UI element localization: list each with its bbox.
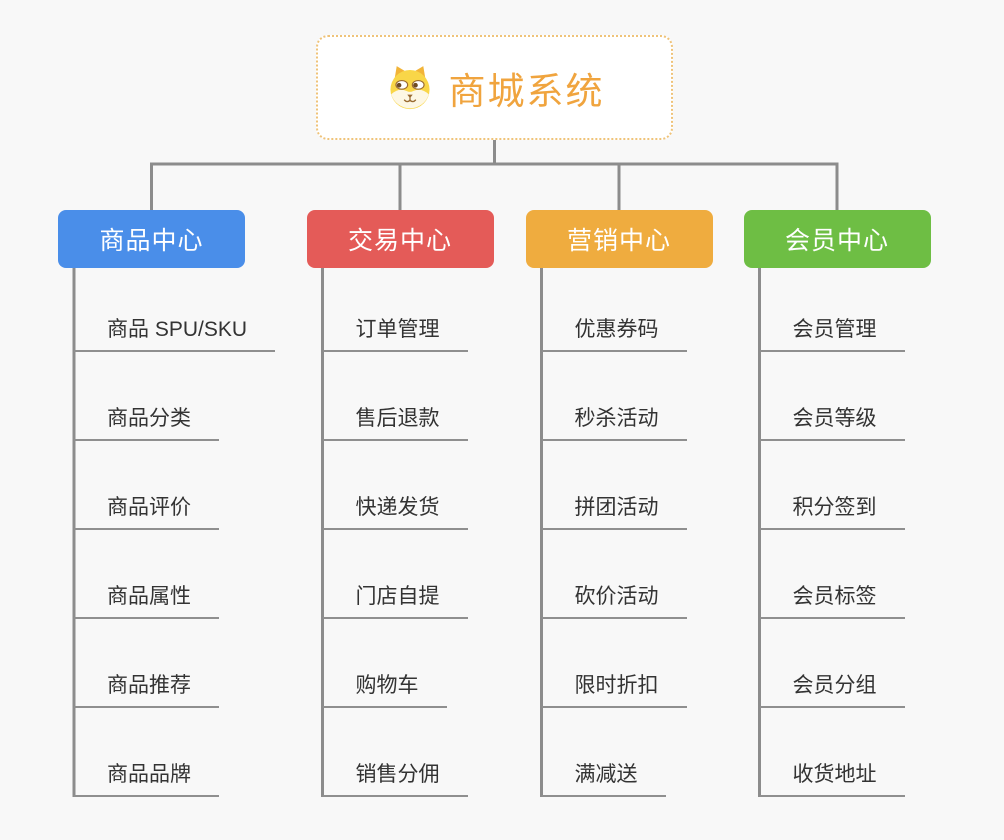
mindmap-item[interactable]: 会员分组 <box>759 619 905 708</box>
branch-node[interactable]: 交易中心 <box>306 210 494 268</box>
mindmap-item[interactable]: 门店自提 <box>322 530 468 619</box>
mindmap-item[interactable]: 收货地址 <box>759 708 905 797</box>
mindmap-item[interactable]: 积分签到 <box>759 441 905 530</box>
mindmap-item[interactable]: 拼团活动 <box>541 441 687 530</box>
item-label: 优惠券码 <box>574 317 659 341</box>
item-label: 会员标签 <box>792 584 877 608</box>
item-label: 商品分类 <box>107 406 191 430</box>
branch-items: 订单管理售后退款快递发货门店自提购物车销售分佣 <box>322 263 468 797</box>
mindmap-item[interactable]: 商品属性 <box>74 530 219 619</box>
item-label: 商品 SPU/SKU <box>107 317 248 341</box>
mindmap-item[interactable]: 商品评价 <box>74 441 219 530</box>
branch-items: 会员管理会员等级积分签到会员标签会员分组收货地址 <box>759 263 905 797</box>
item-label: 满减送 <box>574 762 638 786</box>
item-label: 收货地址 <box>792 762 877 786</box>
item-label: 商品属性 <box>107 584 191 608</box>
mindmap-item[interactable]: 商品品牌 <box>74 708 219 797</box>
item-label: 订单管理 <box>355 317 440 341</box>
mindmap-item[interactable]: 快递发货 <box>322 441 468 530</box>
branch-label: 交易中心 <box>347 227 452 255</box>
item-label: 拼团活动 <box>574 495 659 519</box>
mindmap-item[interactable]: 会员标签 <box>759 530 905 619</box>
item-label: 会员等级 <box>792 406 877 430</box>
mindmap-item[interactable]: 会员管理 <box>759 263 905 352</box>
item-label: 限时折扣 <box>574 673 659 697</box>
item-label: 购物车 <box>355 673 419 697</box>
mindmap-item[interactable]: 订单管理 <box>322 263 468 352</box>
item-label: 商品品牌 <box>107 762 191 786</box>
root-title: 商城系统 <box>448 70 605 112</box>
mindmap-item[interactable]: 会员等级 <box>759 352 905 441</box>
item-label: 会员分组 <box>792 673 877 697</box>
mindmap-item[interactable]: 限时折扣 <box>541 619 687 708</box>
item-label: 售后退款 <box>355 406 440 430</box>
branch-node[interactable]: 营销中心 <box>525 210 713 268</box>
item-label: 会员管理 <box>792 317 877 341</box>
item-label: 商品推荐 <box>107 673 191 697</box>
branch-label: 会员中心 <box>784 227 889 255</box>
mindmap-item[interactable]: 满减送 <box>541 708 666 797</box>
mindmap-item[interactable]: 优惠券码 <box>541 263 687 352</box>
item-label: 门店自提 <box>355 584 440 608</box>
mindmap-item[interactable]: 砍价活动 <box>541 530 687 619</box>
branch-items: 优惠券码秒杀活动拼团活动砍价活动限时折扣满减送 <box>541 263 687 797</box>
item-label: 快递发货 <box>355 495 440 519</box>
dog-icon <box>389 65 430 109</box>
mindmap-item[interactable]: 商品推荐 <box>74 619 219 708</box>
mindmap-item[interactable]: 购物车 <box>322 619 447 708</box>
branch-node[interactable]: 商品中心 <box>58 210 245 268</box>
item-label: 销售分佣 <box>355 762 440 786</box>
mindmap-item[interactable]: 售后退款 <box>322 352 468 441</box>
branch-label: 商品中心 <box>99 227 204 255</box>
item-label: 商品评价 <box>107 495 191 519</box>
root-node[interactable]: 商城系统 <box>316 35 673 140</box>
item-label: 积分签到 <box>792 495 877 519</box>
branch-items: 商品 SPU/SKU 商品分类商品评价商品属性商品推荐商品品牌 <box>74 263 276 797</box>
item-label: 秒杀活动 <box>574 406 659 430</box>
mindmap-item[interactable]: 秒杀活动 <box>541 352 687 441</box>
mindmap-item[interactable]: 销售分佣 <box>322 708 468 797</box>
mindmap-item[interactable]: 商品 SPU/SKU <box>74 263 276 352</box>
item-label: 砍价活动 <box>574 584 659 608</box>
branch-label: 营销中心 <box>566 227 671 255</box>
mindmap-item[interactable]: 商品分类 <box>74 352 219 441</box>
branch-node[interactable]: 会员中心 <box>743 210 931 268</box>
